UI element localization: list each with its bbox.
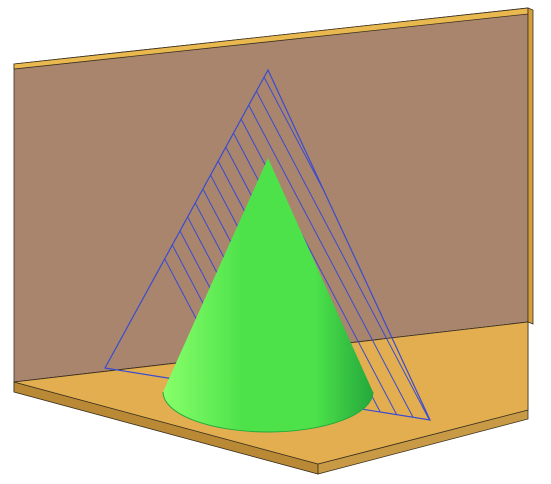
wall-right-edge xyxy=(527,7,534,325)
hatch-line xyxy=(209,70,411,420)
hatch-line xyxy=(224,70,426,420)
cone-base-rim xyxy=(162,391,374,433)
hatch-line xyxy=(239,70,430,420)
cone xyxy=(162,158,374,433)
cone-surface xyxy=(163,158,373,432)
